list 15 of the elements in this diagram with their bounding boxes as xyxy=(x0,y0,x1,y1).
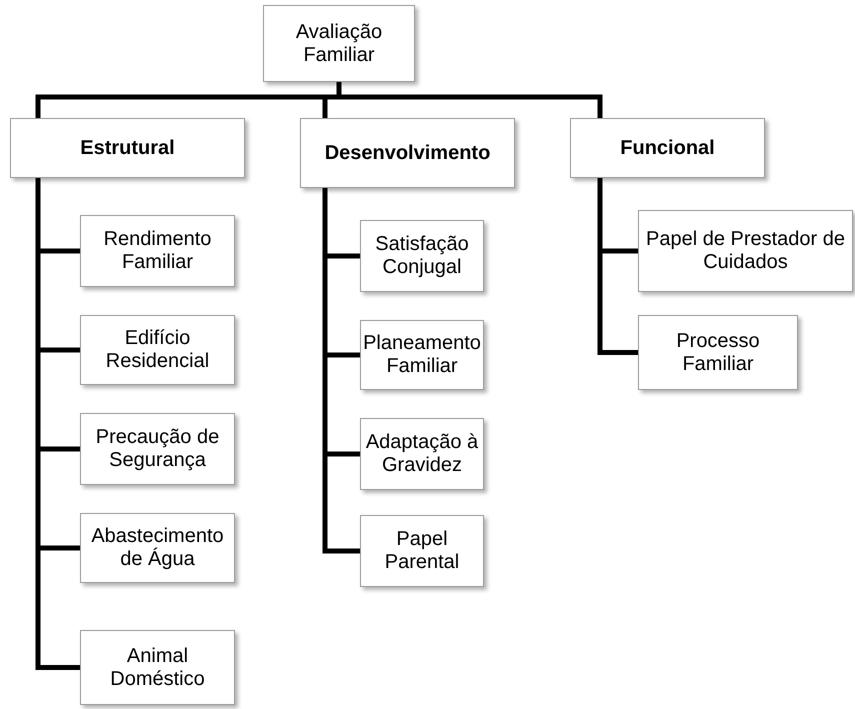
item-box: Satisfação Conjugal xyxy=(360,220,484,292)
root-box: Avaliação Familiar xyxy=(263,5,415,82)
item-box: Abastecimento de Água xyxy=(80,513,235,583)
item-box: Papel de Prestador de Cuidados xyxy=(638,210,853,292)
item-box: Processo Familiar xyxy=(638,315,798,390)
category-box: Estrutural xyxy=(10,118,245,178)
item-box: Animal Doméstico xyxy=(80,630,235,705)
item-box: Edifício Residencial xyxy=(80,315,235,385)
item-box: Planeamento Familiar xyxy=(360,320,484,390)
item-box: Rendimento Familiar xyxy=(80,215,235,287)
item-box: Adaptação à Gravidez xyxy=(360,418,484,490)
category-box: Desenvolvimento xyxy=(300,118,515,188)
item-box: Papel Parental xyxy=(360,515,484,587)
category-box: Funcional xyxy=(570,118,765,178)
item-box: Precaução de Segurança xyxy=(80,413,235,485)
